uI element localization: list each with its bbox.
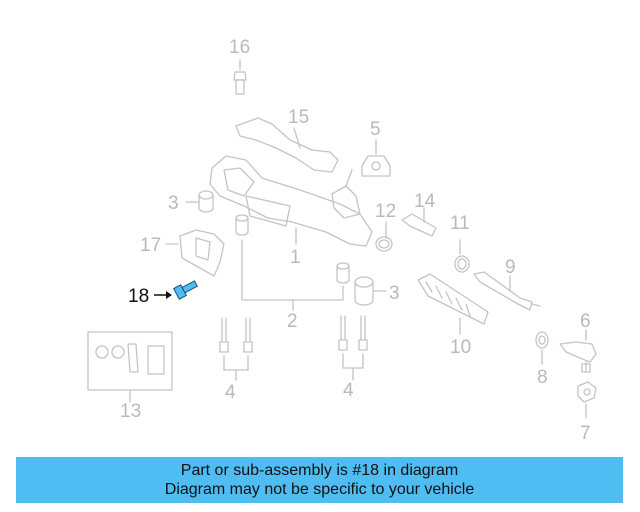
banner-line-1: Part or sub-assembly is #18 in diagram xyxy=(180,462,459,479)
part-7-nut xyxy=(577,381,597,419)
callout-4-right: 4 xyxy=(343,380,354,401)
callout-12: 12 xyxy=(375,201,397,222)
part-11-clamp xyxy=(454,239,470,273)
part-3-bushing-left xyxy=(185,190,214,213)
part-16-bolt xyxy=(233,59,247,95)
part-12-clamp xyxy=(375,221,393,252)
callout-3-right: 3 xyxy=(389,283,400,304)
callout-11: 11 xyxy=(450,213,470,234)
part-8-nut xyxy=(535,331,549,365)
callout-17: 17 xyxy=(140,235,162,256)
part-18-bolt xyxy=(154,280,198,300)
part-4-bolts-left xyxy=(219,317,253,381)
callout-18: 18 xyxy=(128,286,150,307)
callout-14: 14 xyxy=(414,191,436,212)
callout-13: 13 xyxy=(120,401,142,422)
part-15-heat-shield xyxy=(235,117,339,173)
callout-9: 9 xyxy=(505,257,516,278)
callout-6: 6 xyxy=(580,311,591,332)
callout-5: 5 xyxy=(370,119,381,140)
banner-line-2: Diagram may not be specific to your vehi… xyxy=(164,481,475,498)
callout-1: 1 xyxy=(290,247,301,268)
callout-15: 15 xyxy=(288,107,310,128)
part-17-cover xyxy=(165,229,225,277)
info-banner: Part or sub-assembly is #18 in diagram D… xyxy=(16,457,623,503)
part-10-boot xyxy=(417,273,489,335)
callout-8: 8 xyxy=(537,367,548,388)
part-3-bushing-right xyxy=(354,276,387,306)
parts-diagram xyxy=(87,59,597,419)
callout-4-left: 4 xyxy=(225,382,236,403)
callout-10: 10 xyxy=(450,337,472,358)
part-9-tie-rod xyxy=(473,271,541,311)
part-5-mount xyxy=(361,139,391,177)
part-13-kit xyxy=(87,331,173,403)
callout-16: 16 xyxy=(229,37,251,58)
part-6-tie-rod-end xyxy=(559,329,597,373)
part-1-steering-rack xyxy=(209,155,373,247)
part-4-bolts-right xyxy=(338,315,368,381)
callout-2: 2 xyxy=(287,311,298,332)
part-2-bushings xyxy=(235,214,350,311)
callout-3-left: 3 xyxy=(168,193,179,214)
part-14-clip xyxy=(401,207,437,237)
callout-7: 7 xyxy=(580,423,591,444)
